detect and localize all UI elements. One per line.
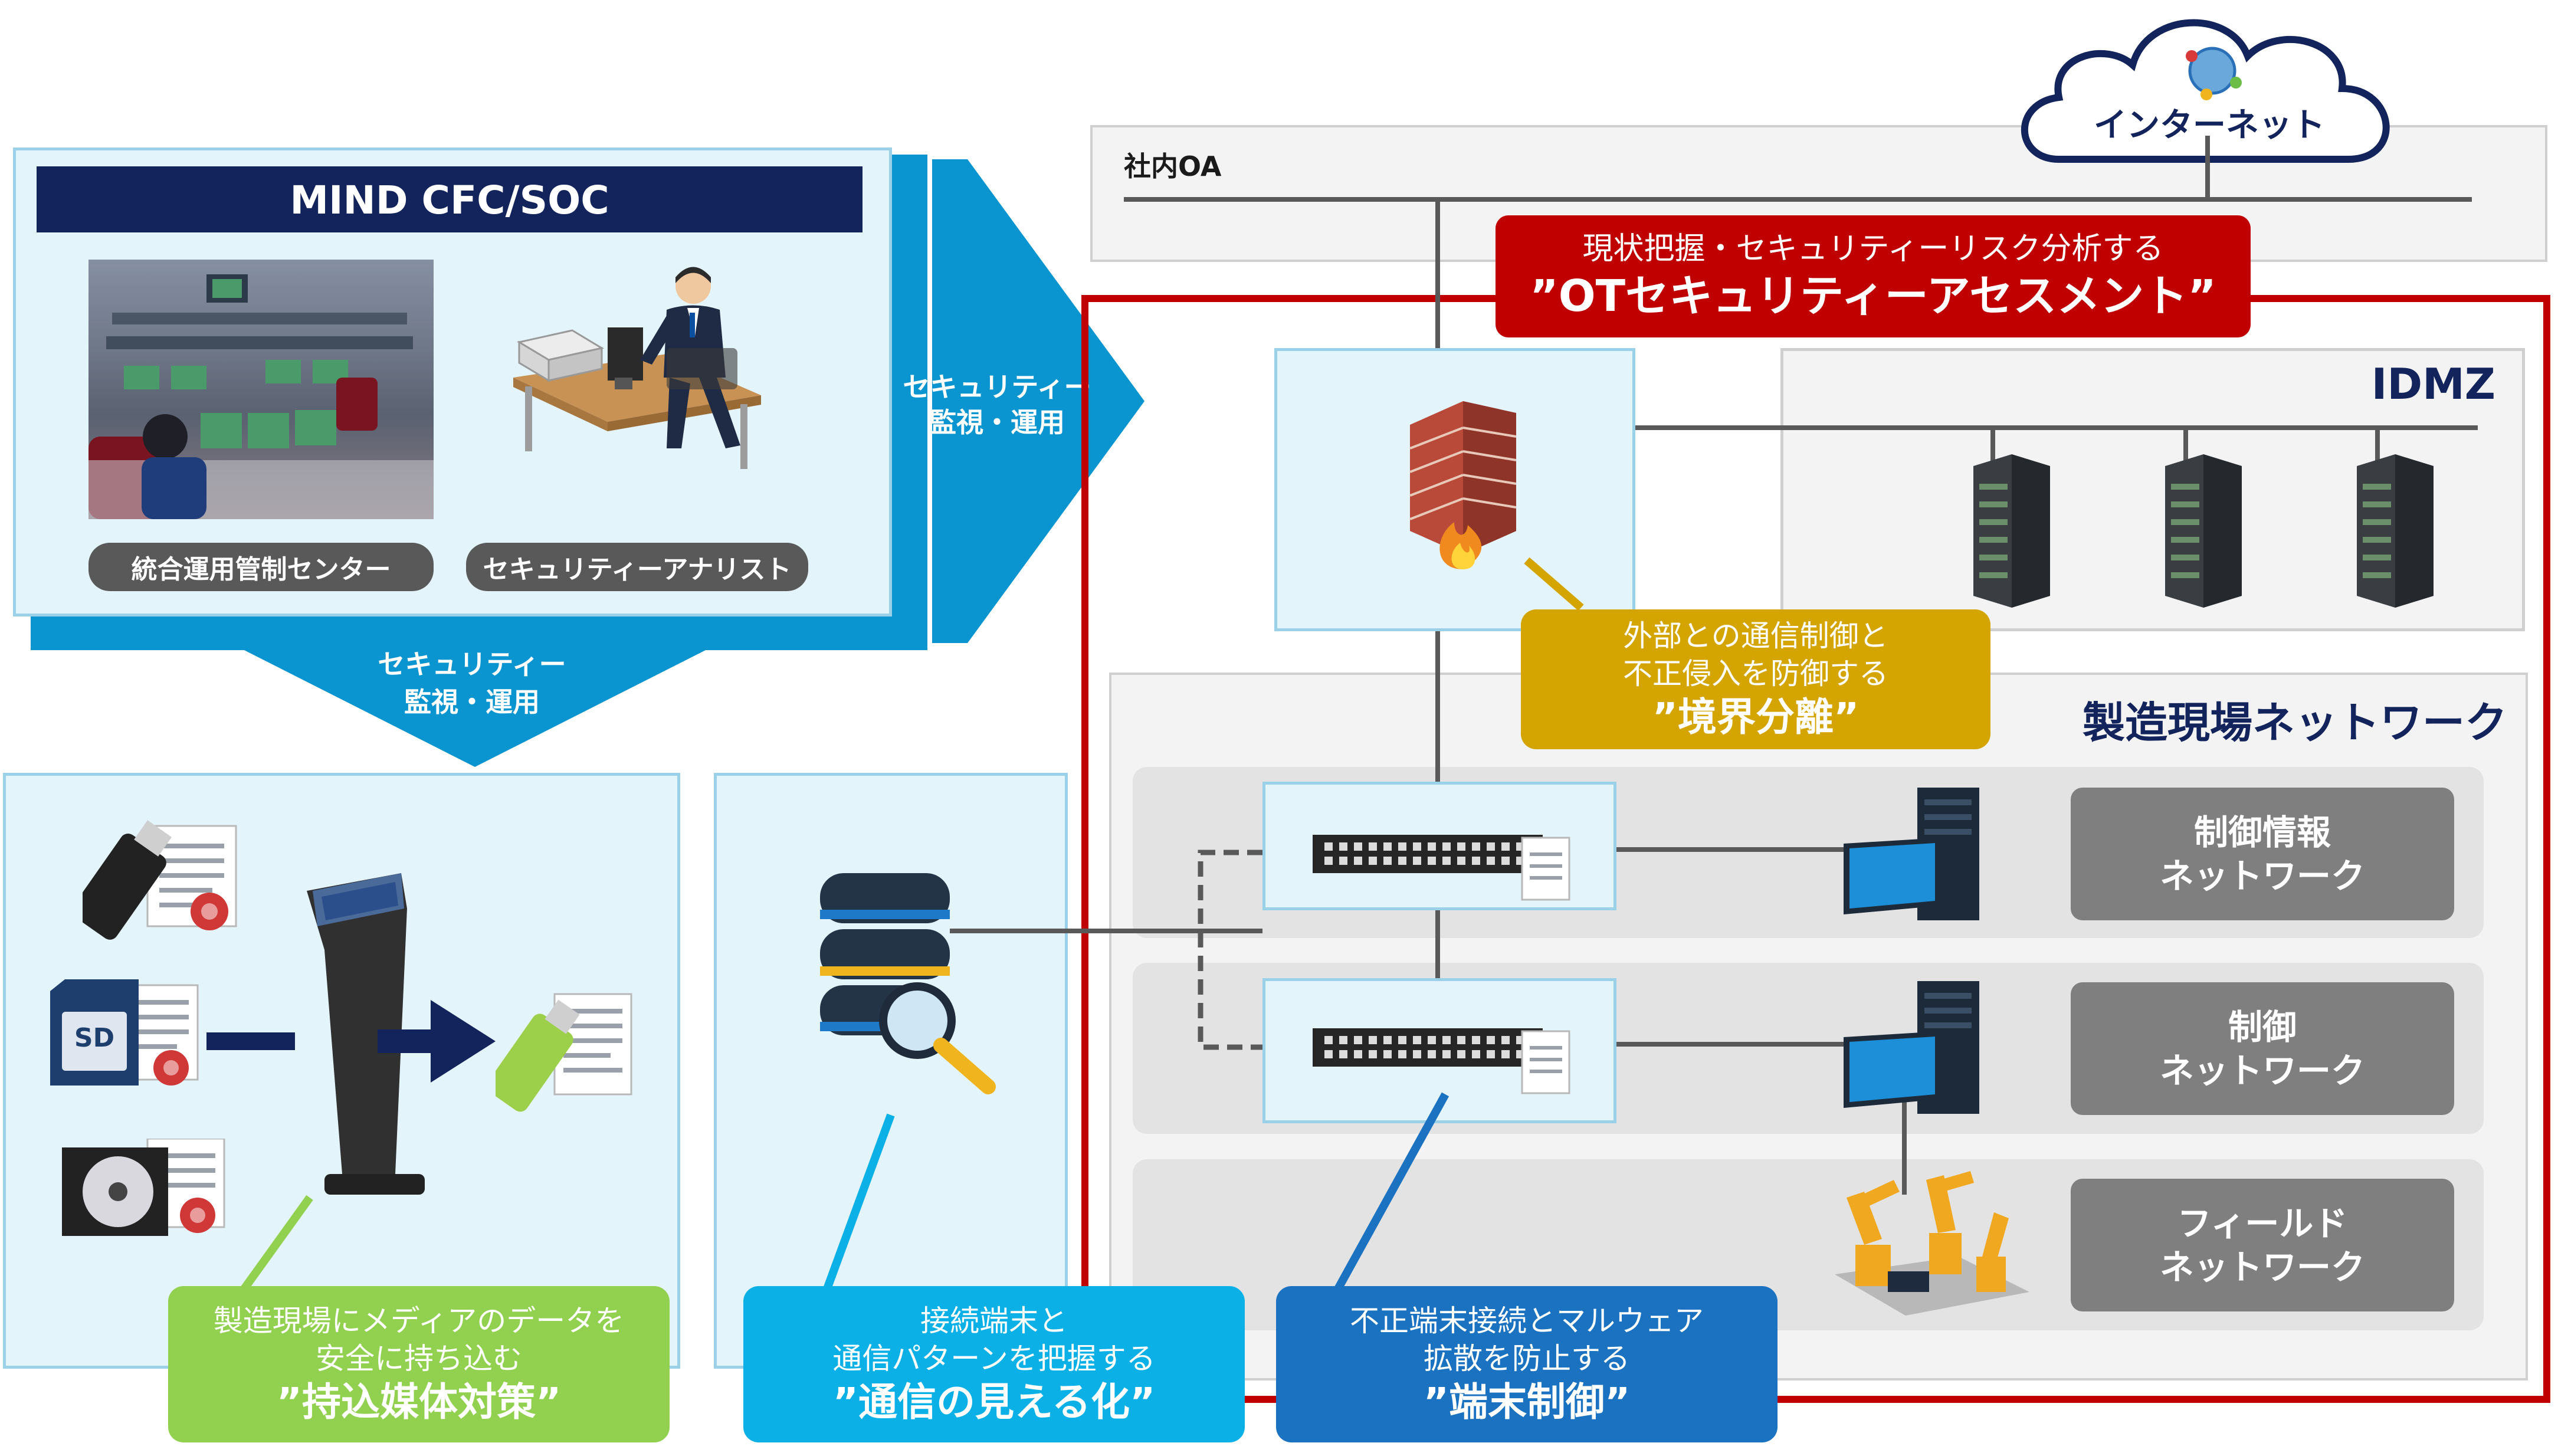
switch-icon-1	[1313, 835, 1570, 901]
field-network-label: フィールド ネットワーク	[2071, 1179, 2454, 1311]
control-center-label: 統合運用管制センター	[88, 543, 434, 591]
switch-icon-2	[1313, 1028, 1570, 1094]
sd-card-malware-icon	[50, 979, 199, 1086]
ot-assessment-main: ”OTセキュリティーアセスメント”	[1530, 270, 2216, 322]
firewall-icon	[1409, 401, 1517, 569]
ot-assessment-callout: 現状把握・セキュリティーリスク分析する ”OTセキュリティーアセスメント”	[1496, 215, 2251, 337]
internet-cloud	[2021, 19, 2390, 163]
control-info-network-label: 制御情報 ネットワーク	[2071, 788, 2454, 920]
usb-malware-icon	[83, 820, 237, 940]
boundary-separation-callout: 外部との通信制御と 不正侵入を防御する ”境界分離”	[1521, 609, 1990, 749]
control-network-label-2: ネットワーク	[2159, 1050, 2365, 1091]
soc-title: MIND CFC/SOC	[290, 178, 609, 223]
arrow-down-text-2: 監視・運用	[404, 686, 540, 718]
safe-usb-icon	[496, 993, 632, 1112]
visibility-sub-1: 接続端末と	[920, 1303, 1068, 1338]
media-sub-2: 安全に持ち込む	[316, 1341, 522, 1376]
communication-visibility-callout: 接続端末と 通信パターンを把握する ”通信の見える化”	[743, 1286, 1245, 1442]
sd-card-label: SD	[74, 1023, 115, 1053]
idmz-server-1	[1973, 454, 2050, 608]
analyst-illustration	[490, 260, 779, 484]
industrial-robot-icon	[1835, 1171, 2029, 1316]
field-network-label-1: フィールド	[2177, 1203, 2348, 1244]
database-monitor-icon	[820, 873, 996, 1094]
control-network-label: 制御 ネットワーク	[2071, 982, 2454, 1115]
control-room-photo	[88, 260, 434, 519]
media-sub-1: 製造現場にメディアのデータを	[213, 1303, 625, 1338]
control-pc-icon	[1844, 981, 1979, 1114]
arrow-right-text-1: セキュリティー	[903, 371, 1091, 403]
arrow-right-text-2: 監視・運用	[929, 406, 1065, 438]
boundary-sub-2: 不正侵入を防御する	[1623, 656, 1888, 691]
media-kiosk-icon	[307, 873, 425, 1195]
media-main: ”持込媒体対策”	[276, 1379, 562, 1425]
endpoint-main: ”端末制御”	[1423, 1379, 1631, 1425]
control-network-label-1: 制御	[2228, 1006, 2297, 1047]
visibility-panel	[714, 773, 1068, 1369]
idmz-server-2	[2165, 454, 2242, 608]
control-info-network-label-2: ネットワーク	[2159, 855, 2365, 896]
dvd-malware-icon	[62, 1139, 225, 1236]
office-network-label: 社内OA	[1124, 150, 1222, 182]
idmz-label: IDMZ	[2371, 359, 2495, 409]
media-countermeasure-callout: 製造現場にメディアのデータを 安全に持ち込む ”持込媒体対策”	[168, 1286, 670, 1442]
security-analyst-label: セキュリティーアナリスト	[466, 543, 808, 591]
field-network-label-2: ネットワーク	[2159, 1247, 2365, 1287]
monitoring-arrow-down	[242, 649, 708, 767]
endpoint-sub-2: 拡散を防止する	[1424, 1341, 1630, 1376]
visibility-main: ”通信の見える化”	[832, 1379, 1156, 1425]
ot-assessment-sub: 現状把握・セキュリティーリスク分析する	[1582, 231, 2164, 267]
boundary-sub-1: 外部との通信制御と	[1623, 618, 1888, 653]
endpoint-control-callout: 不正端末接続とマルウェア 拡散を防止する ”端末制御”	[1276, 1286, 1778, 1442]
boundary-main: ”境界分離”	[1652, 694, 1860, 740]
idmz-server-3	[2357, 454, 2434, 608]
monitoring-arrow-right	[932, 159, 1144, 643]
control-info-pc-icon	[1844, 788, 1979, 920]
arrow-down-text-1: セキュリティー	[378, 648, 566, 680]
endpoint-sub-1: 不正端末接続とマルウェア	[1350, 1303, 1704, 1338]
control-info-network-label-1: 制御情報	[2193, 812, 2331, 852]
soc-title-bar	[37, 166, 862, 232]
factory-network-label: 製造現場ネットワーク	[2082, 698, 2507, 747]
visibility-sub-2: 通信パターンを把握する	[832, 1341, 1156, 1376]
media-transfer-arrow	[206, 1000, 496, 1083]
